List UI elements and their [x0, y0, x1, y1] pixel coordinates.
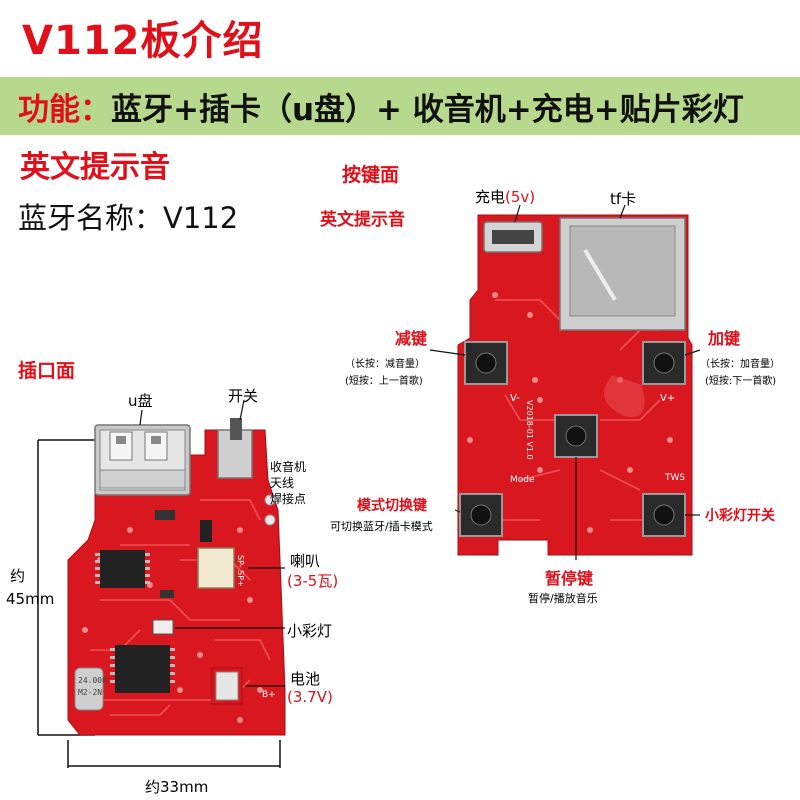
antenna-label-1: 收音机 [270, 460, 307, 474]
battery-label: 电池 [290, 670, 321, 688]
tf-label: tf卡 [610, 190, 637, 208]
function-text: 功能：蓝牙+插卡（u盘）+ 收音机+充电+贴片彩灯 [18, 84, 744, 129]
page-title: V112板介绍 [22, 18, 264, 64]
crystal-text-1: 24.000 [78, 676, 107, 685]
speaker-connector [197, 547, 235, 589]
plus-short-press: (短按:下一首歌) [705, 376, 777, 387]
button-side-english-prompt: 英文提示音 [320, 210, 405, 230]
pause-key-label: 暂停键 [545, 569, 594, 588]
mode-key-desc: 可切换蓝牙/插卡模式 [330, 520, 433, 533]
button-mode [459, 493, 503, 537]
charge-text: 充电 [475, 188, 506, 206]
speaker-label: 喇叭 [290, 552, 321, 570]
mode-key-label: 模式切换键 [357, 498, 427, 514]
antenna-label-2: 天线 [270, 476, 295, 490]
silk-board-id: V2018-01 V1.0 [525, 400, 534, 460]
silk-v-plus: V+ [660, 393, 676, 404]
silk-v-minus: V- [510, 393, 520, 404]
height-label-1: 约 [10, 567, 26, 585]
dimension-lines [37, 439, 281, 768]
mini-led [152, 619, 174, 635]
antenna-label-3: 焊接点 [270, 492, 307, 506]
usb-label: u盘 [128, 392, 153, 410]
chip-lower [115, 645, 170, 693]
silk-mode: Mode [510, 475, 535, 485]
button-led [642, 493, 686, 537]
plus-long-press: （长按：加音量） [700, 359, 780, 370]
minus-long-press: （长按：减音量） [345, 359, 425, 370]
pause-key-desc: 暂停/播放音乐 [528, 592, 598, 605]
charge-label: 充电(5v) [475, 186, 535, 207]
button-plus [642, 341, 686, 385]
button-minus [464, 341, 508, 385]
width-label: 约33mm [145, 778, 209, 796]
silk-sp: SP- SP+ [236, 555, 245, 587]
function-bar [0, 77, 800, 135]
charge-spec: (5v) [505, 188, 536, 206]
battery-spec: (3.7V) [287, 688, 333, 706]
chip-upper [100, 550, 145, 588]
crystal-text-2: M2-2N [78, 688, 103, 697]
button-pause [554, 414, 598, 458]
button-side-heading: 按键面 [342, 164, 400, 186]
speaker-spec: (3-5瓦) [287, 572, 339, 590]
silk-tws: TWS [665, 473, 686, 483]
function-label: 功能： [18, 92, 111, 128]
led-label: 小彩灯 [287, 622, 333, 640]
led-switch-label: 小彩灯开关 [705, 508, 775, 524]
port-side-heading: 插口面 [18, 360, 76, 382]
minus-key-label: 减键 [395, 329, 428, 348]
plus-key-label: 加键 [708, 329, 741, 348]
crystal [74, 667, 104, 711]
bluetooth-name: 蓝牙名称：V112 [18, 201, 239, 235]
height-label-2: 45mm [6, 590, 55, 608]
switch-label: 开关 [228, 387, 259, 405]
minus-short-press: (短按：上一首歌) [345, 376, 423, 387]
english-prompt-heading: 英文提示音 [20, 150, 170, 185]
silk-b: B+ [262, 690, 276, 700]
function-value: 蓝牙+插卡（u盘）+ 收音机+充电+贴片彩灯 [111, 92, 744, 128]
